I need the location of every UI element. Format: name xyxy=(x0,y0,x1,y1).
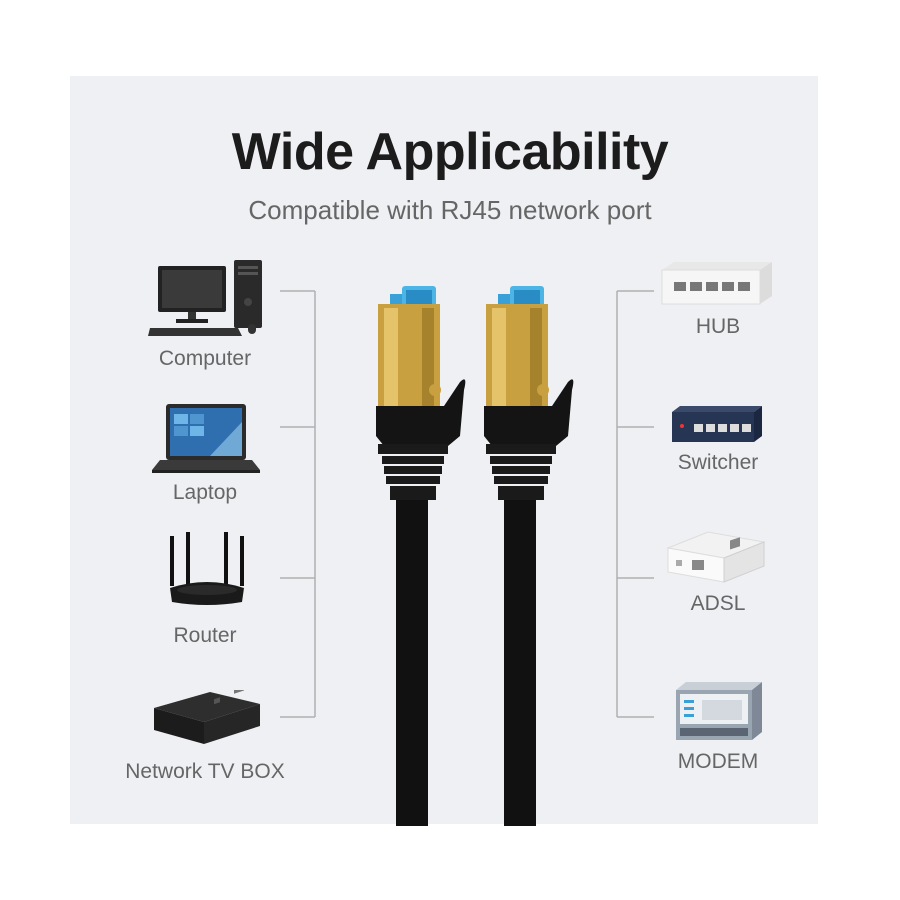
adsl-modem-icon xyxy=(666,531,766,583)
router-icon xyxy=(170,532,244,605)
hub-icon xyxy=(661,262,772,305)
left-connector-lines xyxy=(280,290,316,718)
device-label-router: Router xyxy=(173,624,237,647)
right-connector-lines xyxy=(616,290,654,718)
device-label-computer: Computer xyxy=(158,347,252,370)
page-title: Wide Applicability xyxy=(231,123,669,181)
modem-icon xyxy=(676,682,762,740)
laptop-icon xyxy=(152,404,260,473)
computer-icon xyxy=(148,260,262,336)
device-label-hub: HUB xyxy=(695,315,741,338)
device-label-modem: MODEM xyxy=(677,750,759,773)
device-label-switcher: Switcher xyxy=(677,451,759,474)
rj45-cable-left xyxy=(376,286,466,826)
device-label-tv-box: Network TV BOX xyxy=(125,760,285,783)
rj45-cable-right xyxy=(484,286,574,826)
page-subtitle: Compatible with RJ45 network port xyxy=(248,195,652,225)
switch-icon xyxy=(672,406,762,442)
device-label-laptop: Laptop xyxy=(172,481,238,504)
device-label-adsl: ADSL xyxy=(690,592,746,615)
tv-box-icon xyxy=(154,690,260,744)
